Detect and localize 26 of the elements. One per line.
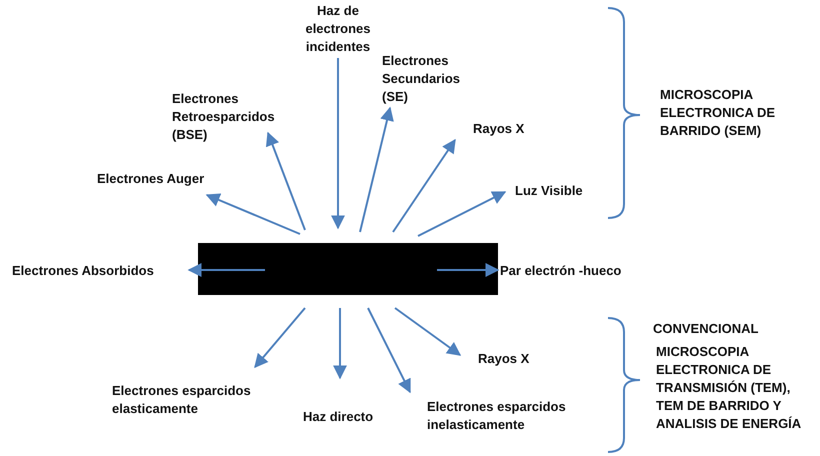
arrow [359,106,394,232]
arrow [394,307,462,356]
signal-label: Electrones esparcidos inelasticamente [427,398,607,434]
arrow [331,58,345,230]
arrow [188,263,265,277]
signal-label: Electrones Absorbidos [12,262,187,280]
arrow [333,308,347,380]
arrow [206,193,300,235]
arrow [437,263,500,277]
arrow [266,132,306,230]
signal-label: Rayos X [473,120,543,138]
arrow [254,307,306,368]
arrow [367,308,411,394]
arrow [418,191,506,237]
signal-label: Par electrón -hueco [500,262,660,280]
technique-label: MICROSCOPIA ELECTRONICA DE BARRIDO (SEM) [660,86,776,140]
signal-label: Haz directo [303,408,393,426]
arrow [392,138,456,233]
signal-label: Rayos X [478,350,548,368]
category-label: CONVENCIONAL [653,320,760,338]
signal-label: Electrones esparcidos elasticamente [112,382,292,418]
signal-label: Electrones Retroesparcidos (BSE) [172,90,312,144]
technique-label: MICROSCOPIA ELECTRONICA DE TRANSMISIÓN (TEM), TEM DE BARRIDO Y ANALISIS DE ENERGÍA [656,343,802,433]
signal-label: Electrones Auger [97,170,237,188]
specimen-bar [198,243,498,295]
signal-label: Luz Visible [515,182,605,200]
